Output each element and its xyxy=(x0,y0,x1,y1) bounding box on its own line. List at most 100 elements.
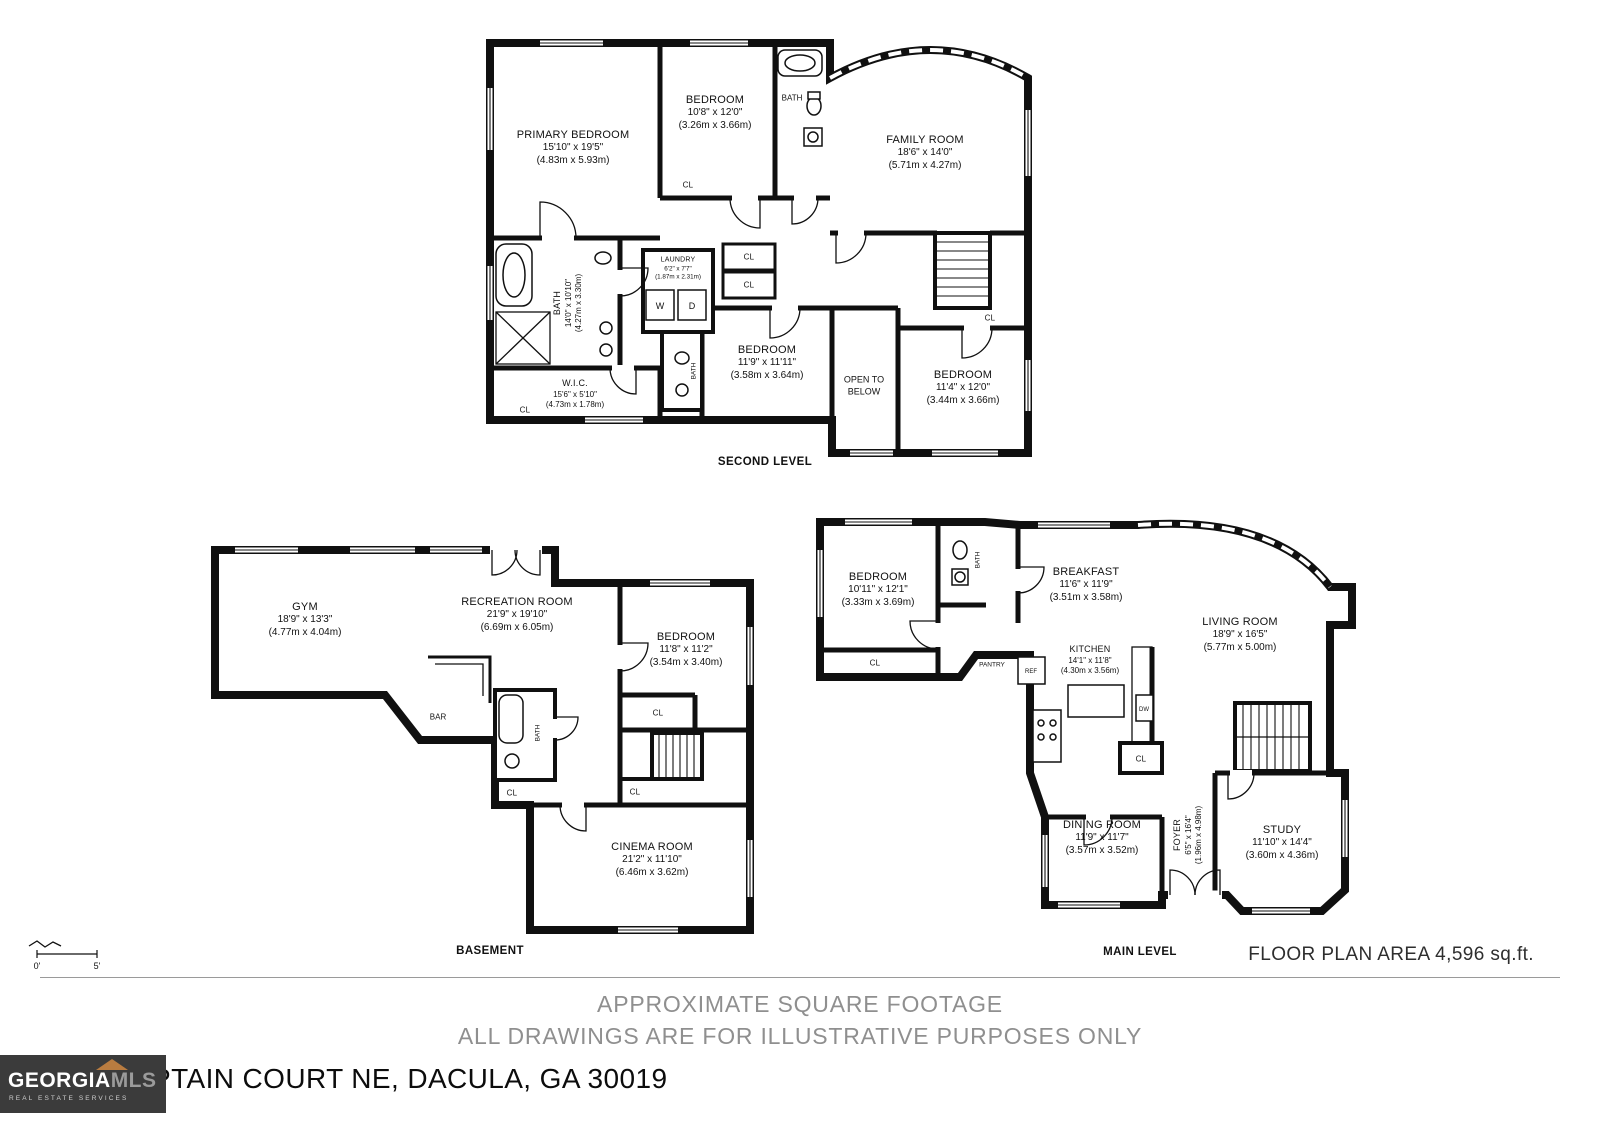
floor-plan-area-note: FLOOR PLAN AREA 4,596 sq.ft. xyxy=(1248,944,1534,965)
room-dim-m: (4.27m x 3.30m) xyxy=(573,273,583,333)
dryer-label: D xyxy=(689,301,696,311)
main-bath-label: BATH xyxy=(974,551,982,569)
stairs xyxy=(1233,701,1312,773)
closet-label: CL xyxy=(682,180,694,190)
fixtures xyxy=(498,694,524,769)
room-label-family-room: FAMILY ROOM 18'6" x 14'0" (5.71m x 4.27m… xyxy=(886,133,964,173)
logo-name-georgia: GEORGIA xyxy=(8,1069,111,1092)
room-name: PRIMARY BEDROOM xyxy=(516,129,630,142)
room-name: W.I.C. xyxy=(562,378,588,389)
doors xyxy=(539,195,993,395)
appliance-labels: W D xyxy=(656,301,696,311)
fixtures xyxy=(951,540,1154,763)
room-label-basement-bedroom: BEDROOM 11'8" x 11'2" (3.54m x 3.40m) xyxy=(650,630,723,670)
room-dim-ft: 14'0" x 10'10" xyxy=(563,278,573,328)
room-dim-ft: 21'2" x 11'10" xyxy=(622,854,682,866)
room-name: FOYER xyxy=(1172,819,1183,852)
room-dim-ft: 11'8" x 11'2" xyxy=(659,644,713,656)
closet-label: CL xyxy=(652,708,664,718)
room-dim-m: (3.54m x 3.40m) xyxy=(649,657,723,669)
property-address: PTAIN COURT NE, DACULA, GA 30019 xyxy=(152,1063,668,1094)
footer-divider xyxy=(40,977,1560,978)
disclaimer-line-1: APPROXIMATE SQUARE FOOTAGE xyxy=(597,991,1003,1017)
room-label-study: STUDY 11'10" x 14'4" (3.60m x 4.36m) xyxy=(1246,823,1319,863)
room-dim-ft: 11'9" x 11'7" xyxy=(1075,832,1129,844)
doors xyxy=(490,545,649,832)
room-name: BEDROOM xyxy=(933,369,993,382)
room-dim-m: (3.26m x 3.66m) xyxy=(678,120,752,132)
room-dim-ft: 21'9" x 19'10" xyxy=(486,609,548,621)
room-label-bedroom-b: BEDROOM 11'9" x 11'11" (3.58m x 3.64m) xyxy=(731,343,804,383)
room-dim-ft: 15'6" x 5'10" xyxy=(553,389,597,399)
logo-tagline: REAL ESTATE SERVICES xyxy=(9,1095,129,1102)
room-label-dining: DINING ROOM 11'9" x 11'7" (3.57m x 3.52m… xyxy=(1063,818,1141,858)
doors xyxy=(909,566,1255,900)
room-label-kitchen: KITCHEN 14'1" x 11'8" (4.30m x 3.56m) xyxy=(1061,644,1119,676)
room-dim-ft: 11'9" x 11'11" xyxy=(737,357,797,369)
ref-label: REF xyxy=(1025,669,1037,675)
closet-label: CL xyxy=(743,280,755,290)
room-dim-ft: 18'6" x 14'0" xyxy=(897,147,953,159)
room-dim-ft: 11'6" x 11'9" xyxy=(1059,579,1113,591)
room-name: LAUNDRY xyxy=(660,256,696,264)
fixtures xyxy=(495,49,823,397)
stairs xyxy=(933,231,992,310)
room-dim-m: (3.33m x 3.69m) xyxy=(841,597,915,609)
bath-label-top: BATH xyxy=(781,93,803,103)
room-name: KITCHEN xyxy=(1069,644,1111,655)
room-label-living: LIVING ROOM 18'9" x 16'5" (5.77m x 5.00m… xyxy=(1202,615,1278,655)
scale-bar: 0' 5' xyxy=(28,940,101,971)
second-level-title: SECOND LEVEL xyxy=(717,456,813,468)
room-dim-m: (6.46m x 3.62m) xyxy=(615,867,689,879)
second-level-plan: W D xyxy=(486,39,1032,457)
room-label-cinema: CINEMA ROOM 21'2" x 11'10" (6.46m x 3.62… xyxy=(611,840,693,880)
pantry-label: PANTRY xyxy=(979,661,1005,669)
basement-level: GYM 18'9" x 13'3" (4.77m x 4.04m) RECREA… xyxy=(190,535,770,965)
room-name: BEDROOM xyxy=(848,571,908,584)
room-label-bath: BATH 14'0" x 10'10" (4.27m x 3.30m) xyxy=(552,274,584,332)
disclaimer-line-2: ALL DRAWINGS ARE FOR ILLUSTRATIVE PURPOS… xyxy=(457,1023,1143,1049)
room-name: BATH xyxy=(552,290,563,316)
closet-label: CL xyxy=(984,313,996,323)
stairs xyxy=(650,731,704,781)
room-name: CINEMA ROOM xyxy=(611,841,693,854)
room-dim-ft: 11'10" x 14'4" xyxy=(1252,837,1312,849)
room-dim-m: (4.30m x 3.56m) xyxy=(1060,665,1120,675)
room-dim-ft: 10'8" x 12'0" xyxy=(687,107,743,119)
basement-bath-label: BATH xyxy=(534,724,542,742)
closet-label: CL xyxy=(506,788,518,798)
room-dim-ft: 10'11" x 12'1" xyxy=(848,584,908,596)
windows xyxy=(487,40,1031,456)
room-dim-m: (4.77m x 4.04m) xyxy=(268,627,342,639)
room-dim-m: (3.57m x 3.52m) xyxy=(1065,845,1139,857)
washer-label: W xyxy=(656,301,665,311)
room-dim-m: (3.51m x 3.58m) xyxy=(1049,592,1123,604)
closet-label: CL xyxy=(869,658,881,668)
room-name: BEDROOM xyxy=(737,344,797,357)
scale-five-label: 5' xyxy=(94,961,101,971)
room-label-foyer: FOYER 6'5" x 16'4" (1.96m x 4.98m) xyxy=(1172,806,1204,864)
closet-label: CL xyxy=(519,405,531,415)
room-dim-ft: 18'9" x 16'5" xyxy=(1212,629,1268,641)
room-dim-m: (5.71m x 4.27m) xyxy=(888,160,962,172)
room-dim-ft: 6'5" x 16'4" xyxy=(1183,815,1193,855)
second-level: W D PRIMARY BEDROOM 15'10" x 19'5" (4.83… xyxy=(440,28,1060,498)
room-dim-m: (4.83m x 5.93m) xyxy=(536,155,610,167)
bar-label: BAR xyxy=(429,712,447,722)
room-dim-ft: 18'9" x 13'3" xyxy=(277,614,333,626)
room-label-main-bedroom: BEDROOM 10'11" x 12'1" (3.33m x 3.69m) xyxy=(842,570,915,610)
closet-label: CL xyxy=(629,787,641,797)
closet-label: CL xyxy=(743,252,755,262)
room-dim-m: (5.77m x 5.00m) xyxy=(1203,642,1277,654)
logo-roof-icon xyxy=(96,1059,128,1070)
room-label-laundry: LAUNDRY 6'2" x 7'7" (1.87m x 2.31m) xyxy=(655,256,701,281)
room-dim-m: (6.69m x 6.05m) xyxy=(480,622,554,634)
room-name: LIVING ROOM xyxy=(1202,616,1278,629)
room-label-bedroom-a: BEDROOM 10'8" x 12'0" (3.26m x 3.66m) xyxy=(679,93,752,133)
room-name: GYM xyxy=(292,601,318,614)
scale-squiggle xyxy=(28,940,62,948)
room-dim-m: (1.87m x 2.31m) xyxy=(655,273,701,281)
room-dim-m: (3.44m x 3.66m) xyxy=(926,395,1000,407)
closet-label: CL xyxy=(1135,754,1147,764)
windows xyxy=(817,519,1348,914)
